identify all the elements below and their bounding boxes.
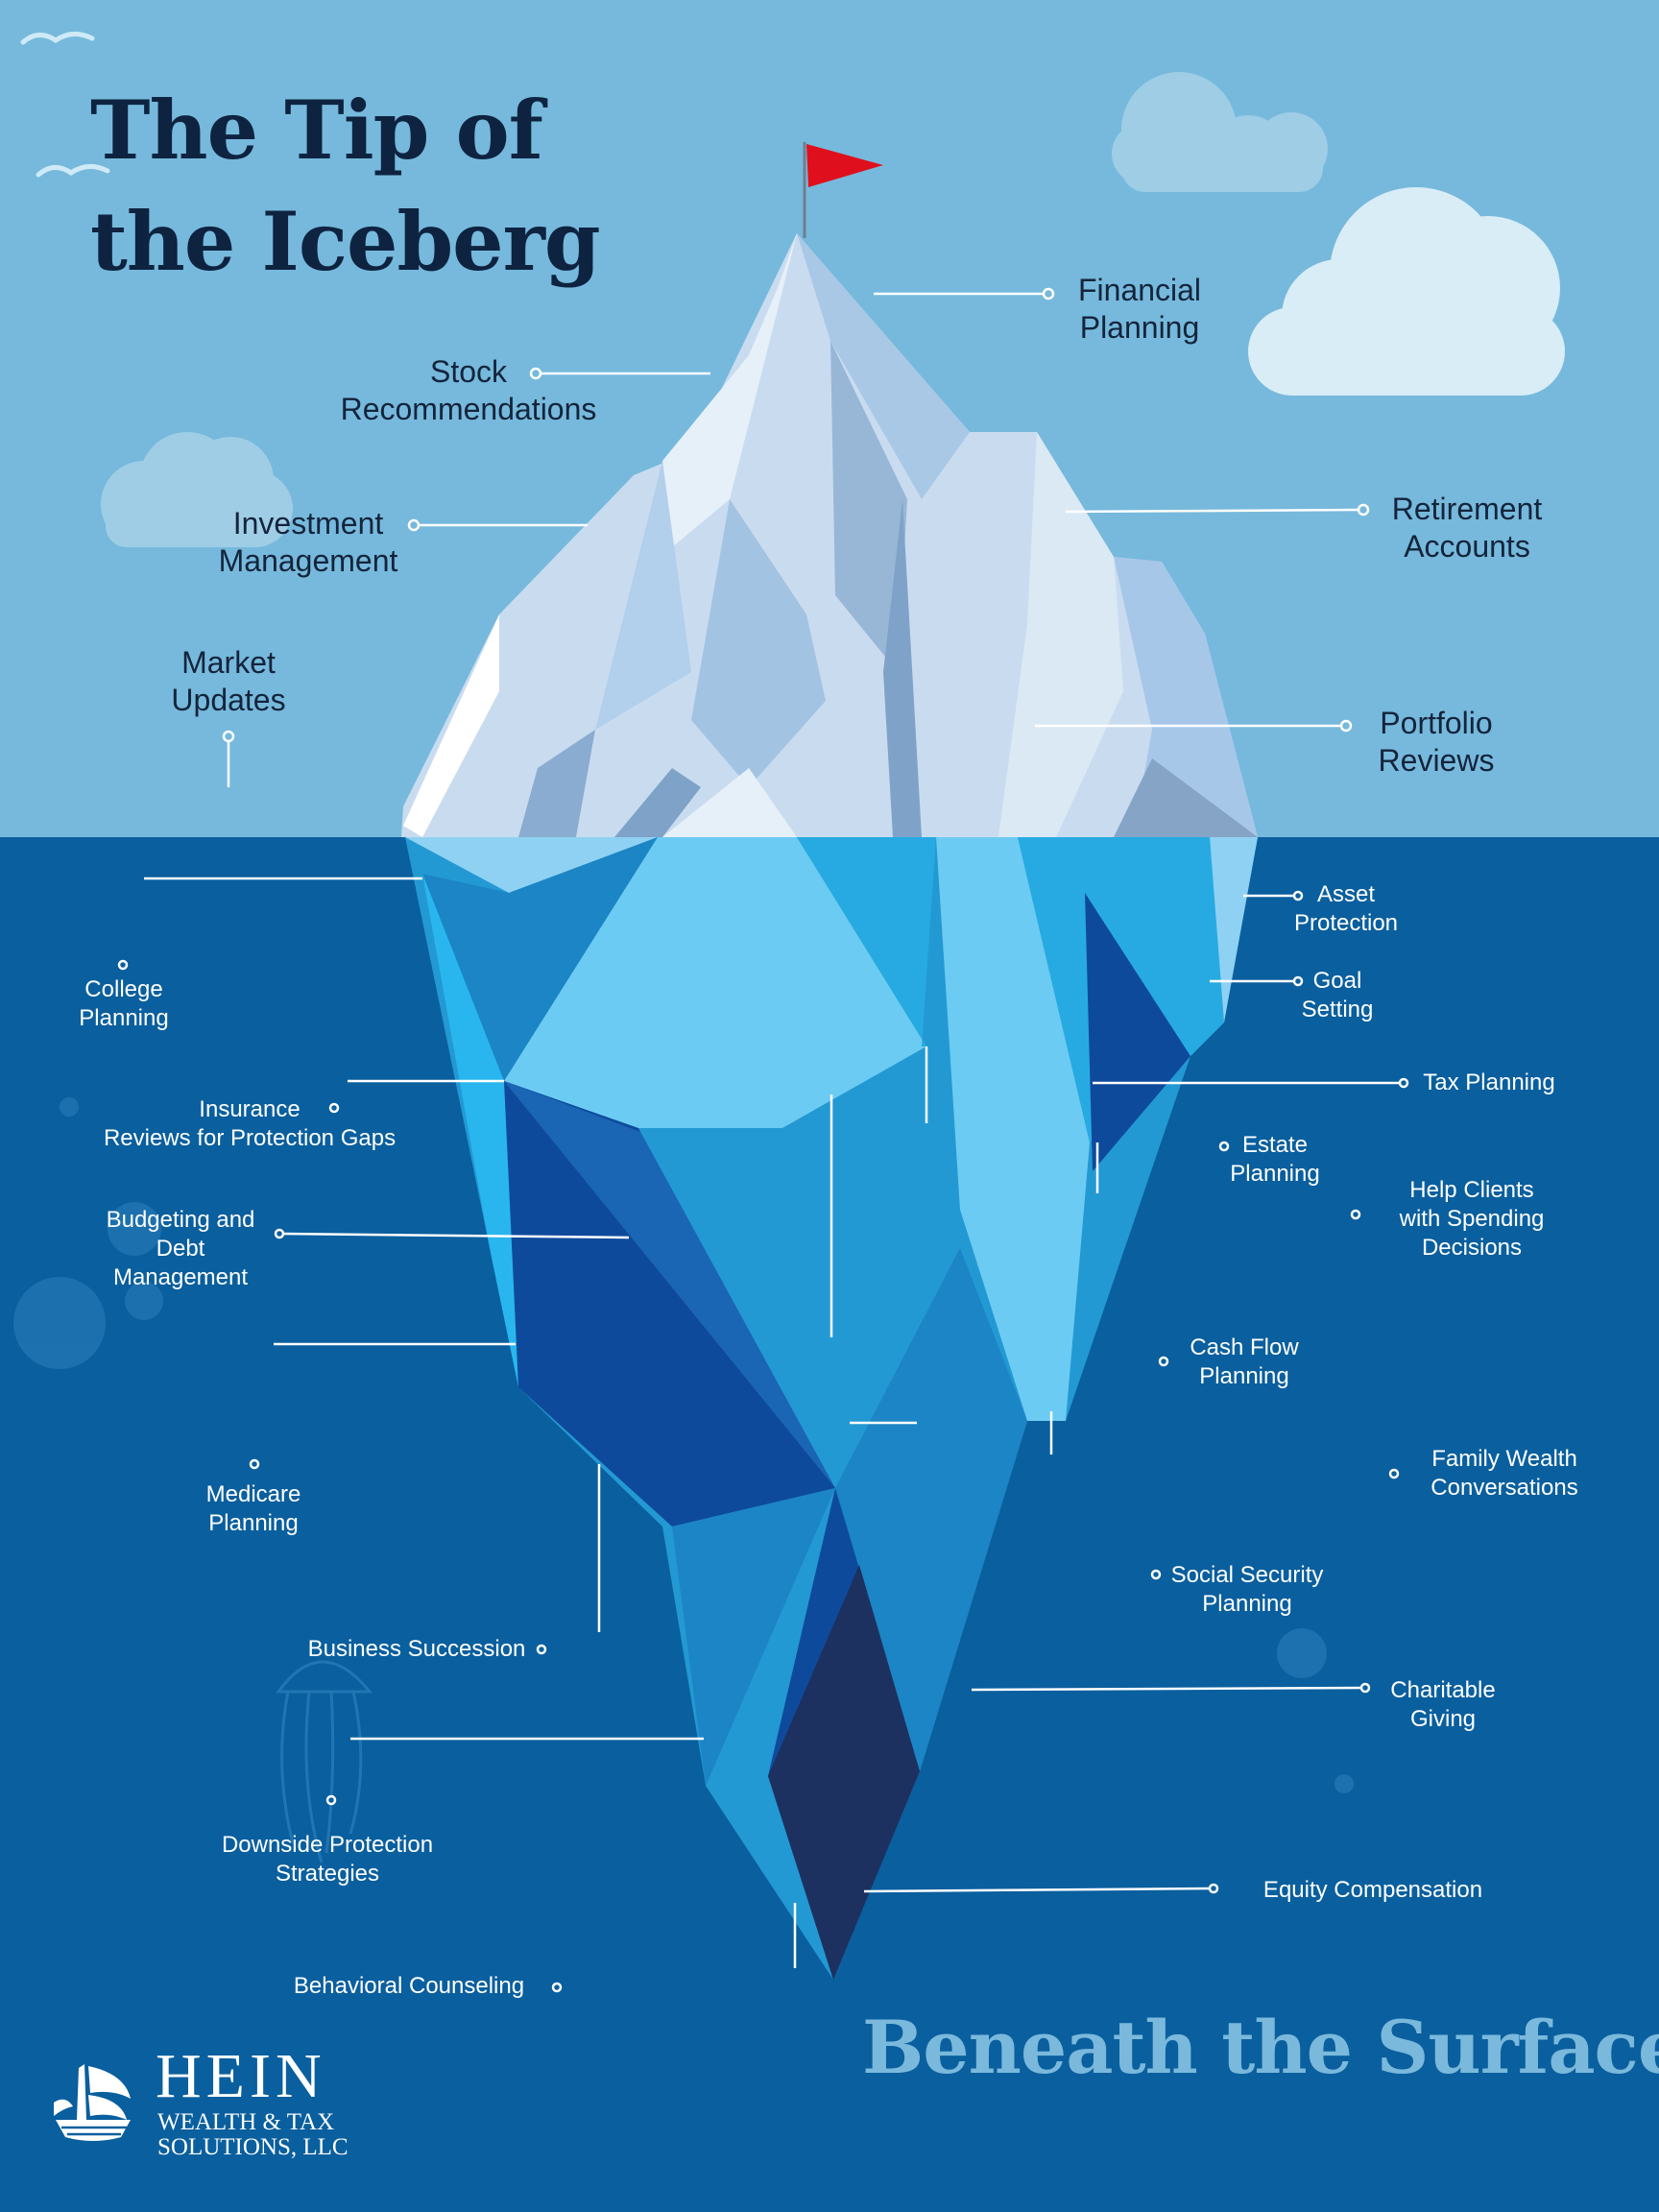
label-medicare-planning: Medicare Planning xyxy=(205,1481,301,1536)
page-title: The Tip of the Iceberg xyxy=(90,75,666,298)
iceberg-tip xyxy=(401,233,1258,837)
label-portfolio-reviews: Portfolio Reviews xyxy=(1378,706,1495,778)
label-college-planning: College Planning xyxy=(79,976,169,1031)
label-business-succession: Business Succession xyxy=(307,1636,526,1662)
logo-name: HEIN xyxy=(156,2041,326,2111)
subtitle-beneath-the-surface: Beneath the Surface xyxy=(862,2005,1659,2090)
leader-charitable-giving xyxy=(971,1686,1364,1692)
label-retirement-accounts: Retirement Accounts xyxy=(1391,492,1543,564)
iceberg-base xyxy=(405,837,1258,1980)
flag-icon xyxy=(803,142,883,238)
ship-logo-icon xyxy=(54,2064,131,2141)
leader-budgeting-debt xyxy=(280,1232,630,1239)
cloud-icon xyxy=(1248,187,1565,396)
leader-lines xyxy=(144,292,1404,1968)
label-estate-planning: Estate Planning xyxy=(1230,1132,1320,1187)
leader-retirement-accounts xyxy=(1065,508,1364,514)
cloud-icon xyxy=(1112,72,1328,192)
label-budgeting-debt: Budgeting and Debt Management xyxy=(106,1207,255,1290)
label-goal-setting: Goal Setting xyxy=(1301,968,1374,1022)
label-insurance-reviews: Insurance Reviews for Protection Gaps xyxy=(103,1096,397,1151)
leader-equity-compensation xyxy=(863,1887,1213,1893)
title-line-1: The Tip of xyxy=(90,83,543,178)
label-help-clients-spending: Help Clients with Spending Decisions xyxy=(1399,1177,1545,1261)
bird-icon xyxy=(20,32,110,178)
label-social-security: Social Security Planning xyxy=(1170,1562,1324,1617)
label-downside-protection: Downside Protection Strategies xyxy=(221,1832,434,1887)
label-tax-planning: Tax Planning xyxy=(1423,1070,1555,1095)
label-asset-protection: Asset Protection xyxy=(1293,881,1399,936)
label-equity-compensation: Equity Compensation xyxy=(1262,1877,1483,1903)
label-stock-recommendations: Stock Recommendations xyxy=(340,354,597,426)
bubble-decoration xyxy=(13,1097,1354,1793)
label-charitable-giving: Charitable Giving xyxy=(1390,1677,1496,1732)
label-behavioral-counseling: Behavioral Counseling xyxy=(293,1973,525,1999)
company-logo: HEIN WEALTH & TAX SOLUTIONS, LLC xyxy=(50,2045,357,2160)
label-financial-planning: Financial Planning xyxy=(1077,273,1202,345)
label-cash-flow-planning: Cash Flow Planning xyxy=(1190,1334,1299,1389)
logo-line-1: WEALTH & TAX xyxy=(157,2109,335,2135)
logo-line-2: SOLUTIONS, LLC xyxy=(157,2134,349,2160)
title-line-2: the Iceberg xyxy=(90,194,601,289)
label-investment-management: Investment Management xyxy=(218,506,398,578)
leader-dots xyxy=(117,287,1409,1993)
label-market-updates: Market Updates xyxy=(171,645,286,717)
jellyfish-decoration xyxy=(276,1660,373,1863)
label-family-wealth: Family Wealth Conversations xyxy=(1431,1446,1578,1501)
cloud-icon xyxy=(101,432,293,547)
